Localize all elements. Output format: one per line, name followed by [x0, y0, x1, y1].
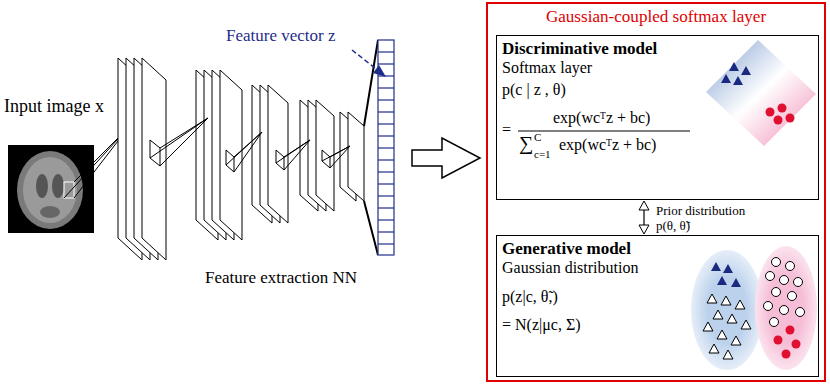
formula: C — [534, 131, 541, 144]
formula: p(z|c, θ̃,) — [502, 288, 558, 306]
box-heading: Discriminative model — [502, 39, 657, 59]
figure-label: Feature extraction NN — [205, 268, 357, 288]
model-box: Generative modelGaussian distribution p(z… — [496, 235, 819, 377]
figure-label: Input image x — [4, 96, 104, 117]
hollow-arrow — [412, 138, 480, 178]
formula: = N(z|μc, Σ) — [502, 316, 581, 334]
formula: ∑ — [519, 132, 533, 155]
formula: c=1 — [534, 148, 551, 161]
leader-arrow — [352, 50, 386, 77]
outer-panel: Gaussian-coupled softmax layerDiscrimina… — [486, 2, 826, 382]
arrow-shaft — [643, 210, 644, 225]
arrow-head — [639, 201, 649, 210]
formula: = — [502, 121, 511, 139]
formula: exp(wcᵀz + bc) — [553, 109, 650, 127]
fraction-bar — [518, 130, 690, 131]
discriminative-plot — [706, 40, 816, 146]
double-arrow — [639, 201, 649, 234]
formula: exp(wcᵀz + bc) — [559, 136, 656, 154]
conv-layers — [118, 58, 364, 260]
figure-label: Feature vector z — [226, 26, 336, 46]
model-box: Discriminative modelSoftmax layer p(c | z… — [496, 35, 819, 200]
generative-plot — [691, 246, 817, 370]
box-subheading: Gaussian distribution — [502, 259, 638, 277]
panel-heading: Gaussian-coupled softmax layer — [488, 7, 824, 27]
edge-label: Prior distribution p(θ, θ̃) — [656, 203, 768, 233]
box-heading: Generative model — [502, 239, 631, 259]
box-subheading: Softmax layer — [502, 59, 592, 77]
formula: p(c | z , θ) — [502, 81, 566, 99]
arrow-head — [639, 225, 649, 234]
pyramid-lines — [150, 118, 350, 172]
